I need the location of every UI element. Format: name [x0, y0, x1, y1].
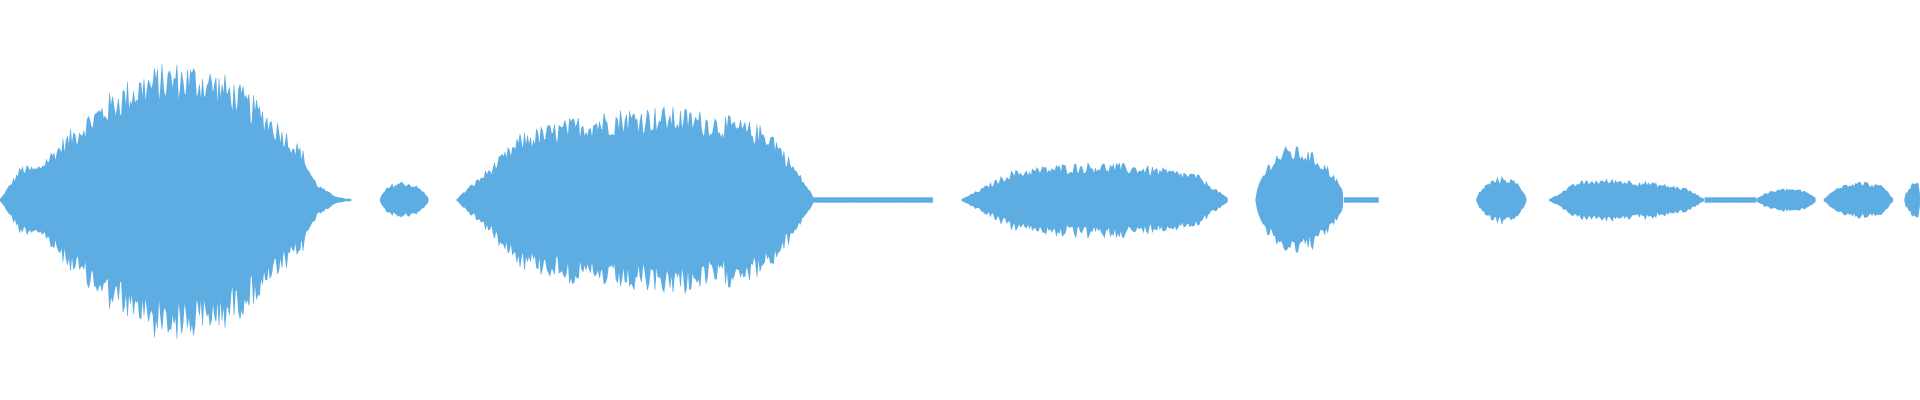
waveform-segment-5-tail [1343, 197, 1379, 203]
waveform-segments [0, 64, 1920, 339]
waveform-segment-2 [379, 181, 429, 218]
waveform-segment-4 [961, 162, 1228, 239]
waveform-segment-7-tail [1704, 197, 1757, 203]
waveform-segment-7 [1549, 178, 1705, 222]
waveform-segment-6 [1476, 175, 1527, 225]
waveform-segment-8 [1756, 188, 1816, 212]
waveform-segment-1 [0, 64, 352, 339]
waveform-segment-9 [1823, 181, 1894, 219]
waveform-segment-5 [1255, 146, 1343, 253]
waveform-segment-3-tail [813, 197, 933, 203]
waveform-segment-3 [456, 106, 815, 294]
waveform-segment-10 [1904, 182, 1920, 218]
